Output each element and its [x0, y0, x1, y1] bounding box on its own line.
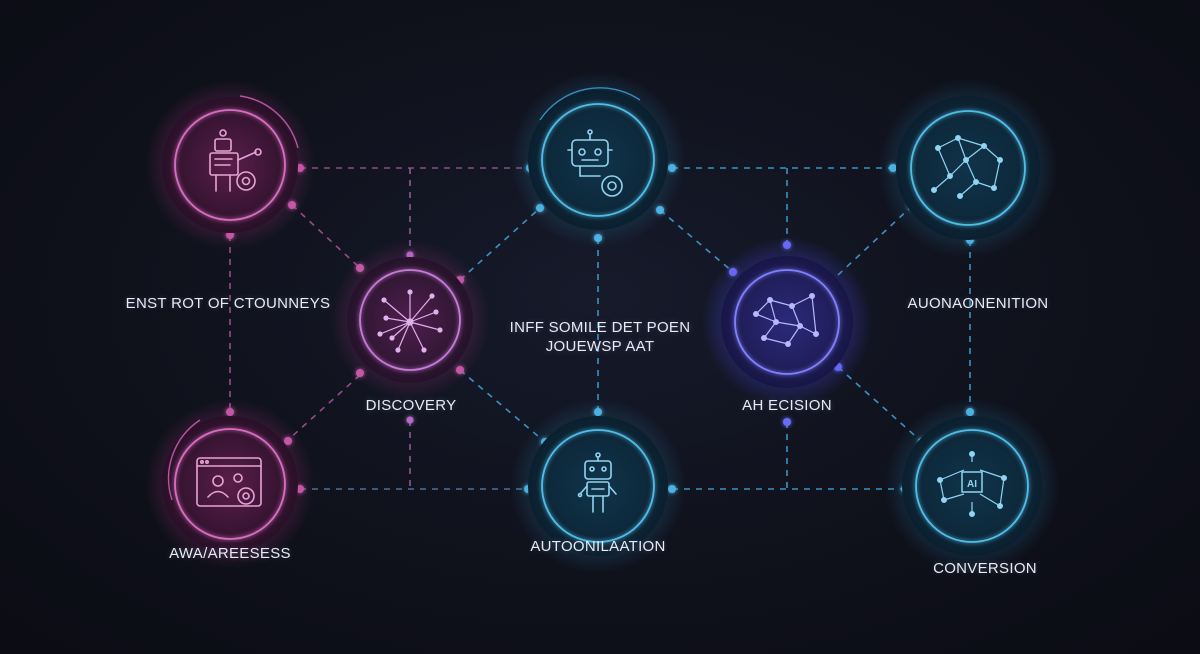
label-top-right: AUONAONENITION	[907, 295, 1049, 312]
label-awareness: AWA/AREESESS	[169, 545, 291, 562]
connector-discovery-to-tc	[459, 207, 541, 281]
network-icon	[930, 135, 1003, 200]
svg-text:AI: AI	[967, 479, 977, 490]
node-robot-gear-top-center[interactable]	[510, 72, 686, 248]
node-robot-bottom-center[interactable]	[510, 398, 686, 574]
node-robot-gear-top-left[interactable]	[145, 80, 315, 250]
label-center-line1: INFF SOMILE DET POEN	[509, 319, 691, 336]
burst-network-icon	[377, 289, 443, 353]
connector-tl-to-discovery	[291, 204, 361, 269]
network-icon	[752, 293, 819, 348]
label-automation: AUTOONILAATION	[530, 538, 666, 555]
label-discovery: DISCOVERY	[365, 397, 457, 414]
node-network-top-right[interactable]	[878, 78, 1058, 258]
robot-icon	[577, 452, 617, 513]
label-center: INFF SOMILE DET POEN JOUEWSP AAT	[510, 318, 691, 356]
label-top-left: ENST ROT OF CTOUNNEYS	[125, 295, 331, 312]
node-ai-decision[interactable]	[702, 237, 872, 407]
node-conversion[interactable]: AI	[884, 398, 1060, 574]
connector-discovery-to-bl	[287, 374, 361, 441]
node-browser-user-gear[interactable]	[145, 399, 315, 569]
ai-chip-network-icon: AI	[936, 451, 1007, 518]
label-ai-decision: AH ECISION	[742, 397, 832, 414]
node-discovery[interactable]	[330, 240, 490, 400]
connector-tc-to-aid	[659, 209, 734, 273]
label-center-line2: JOUEWSP AAT	[545, 338, 655, 355]
robot-gear-icon	[567, 129, 623, 197]
label-conversion: CONVERSION	[933, 560, 1037, 577]
robot-gear-icon	[209, 129, 262, 192]
browser-gear-icon	[196, 457, 262, 507]
